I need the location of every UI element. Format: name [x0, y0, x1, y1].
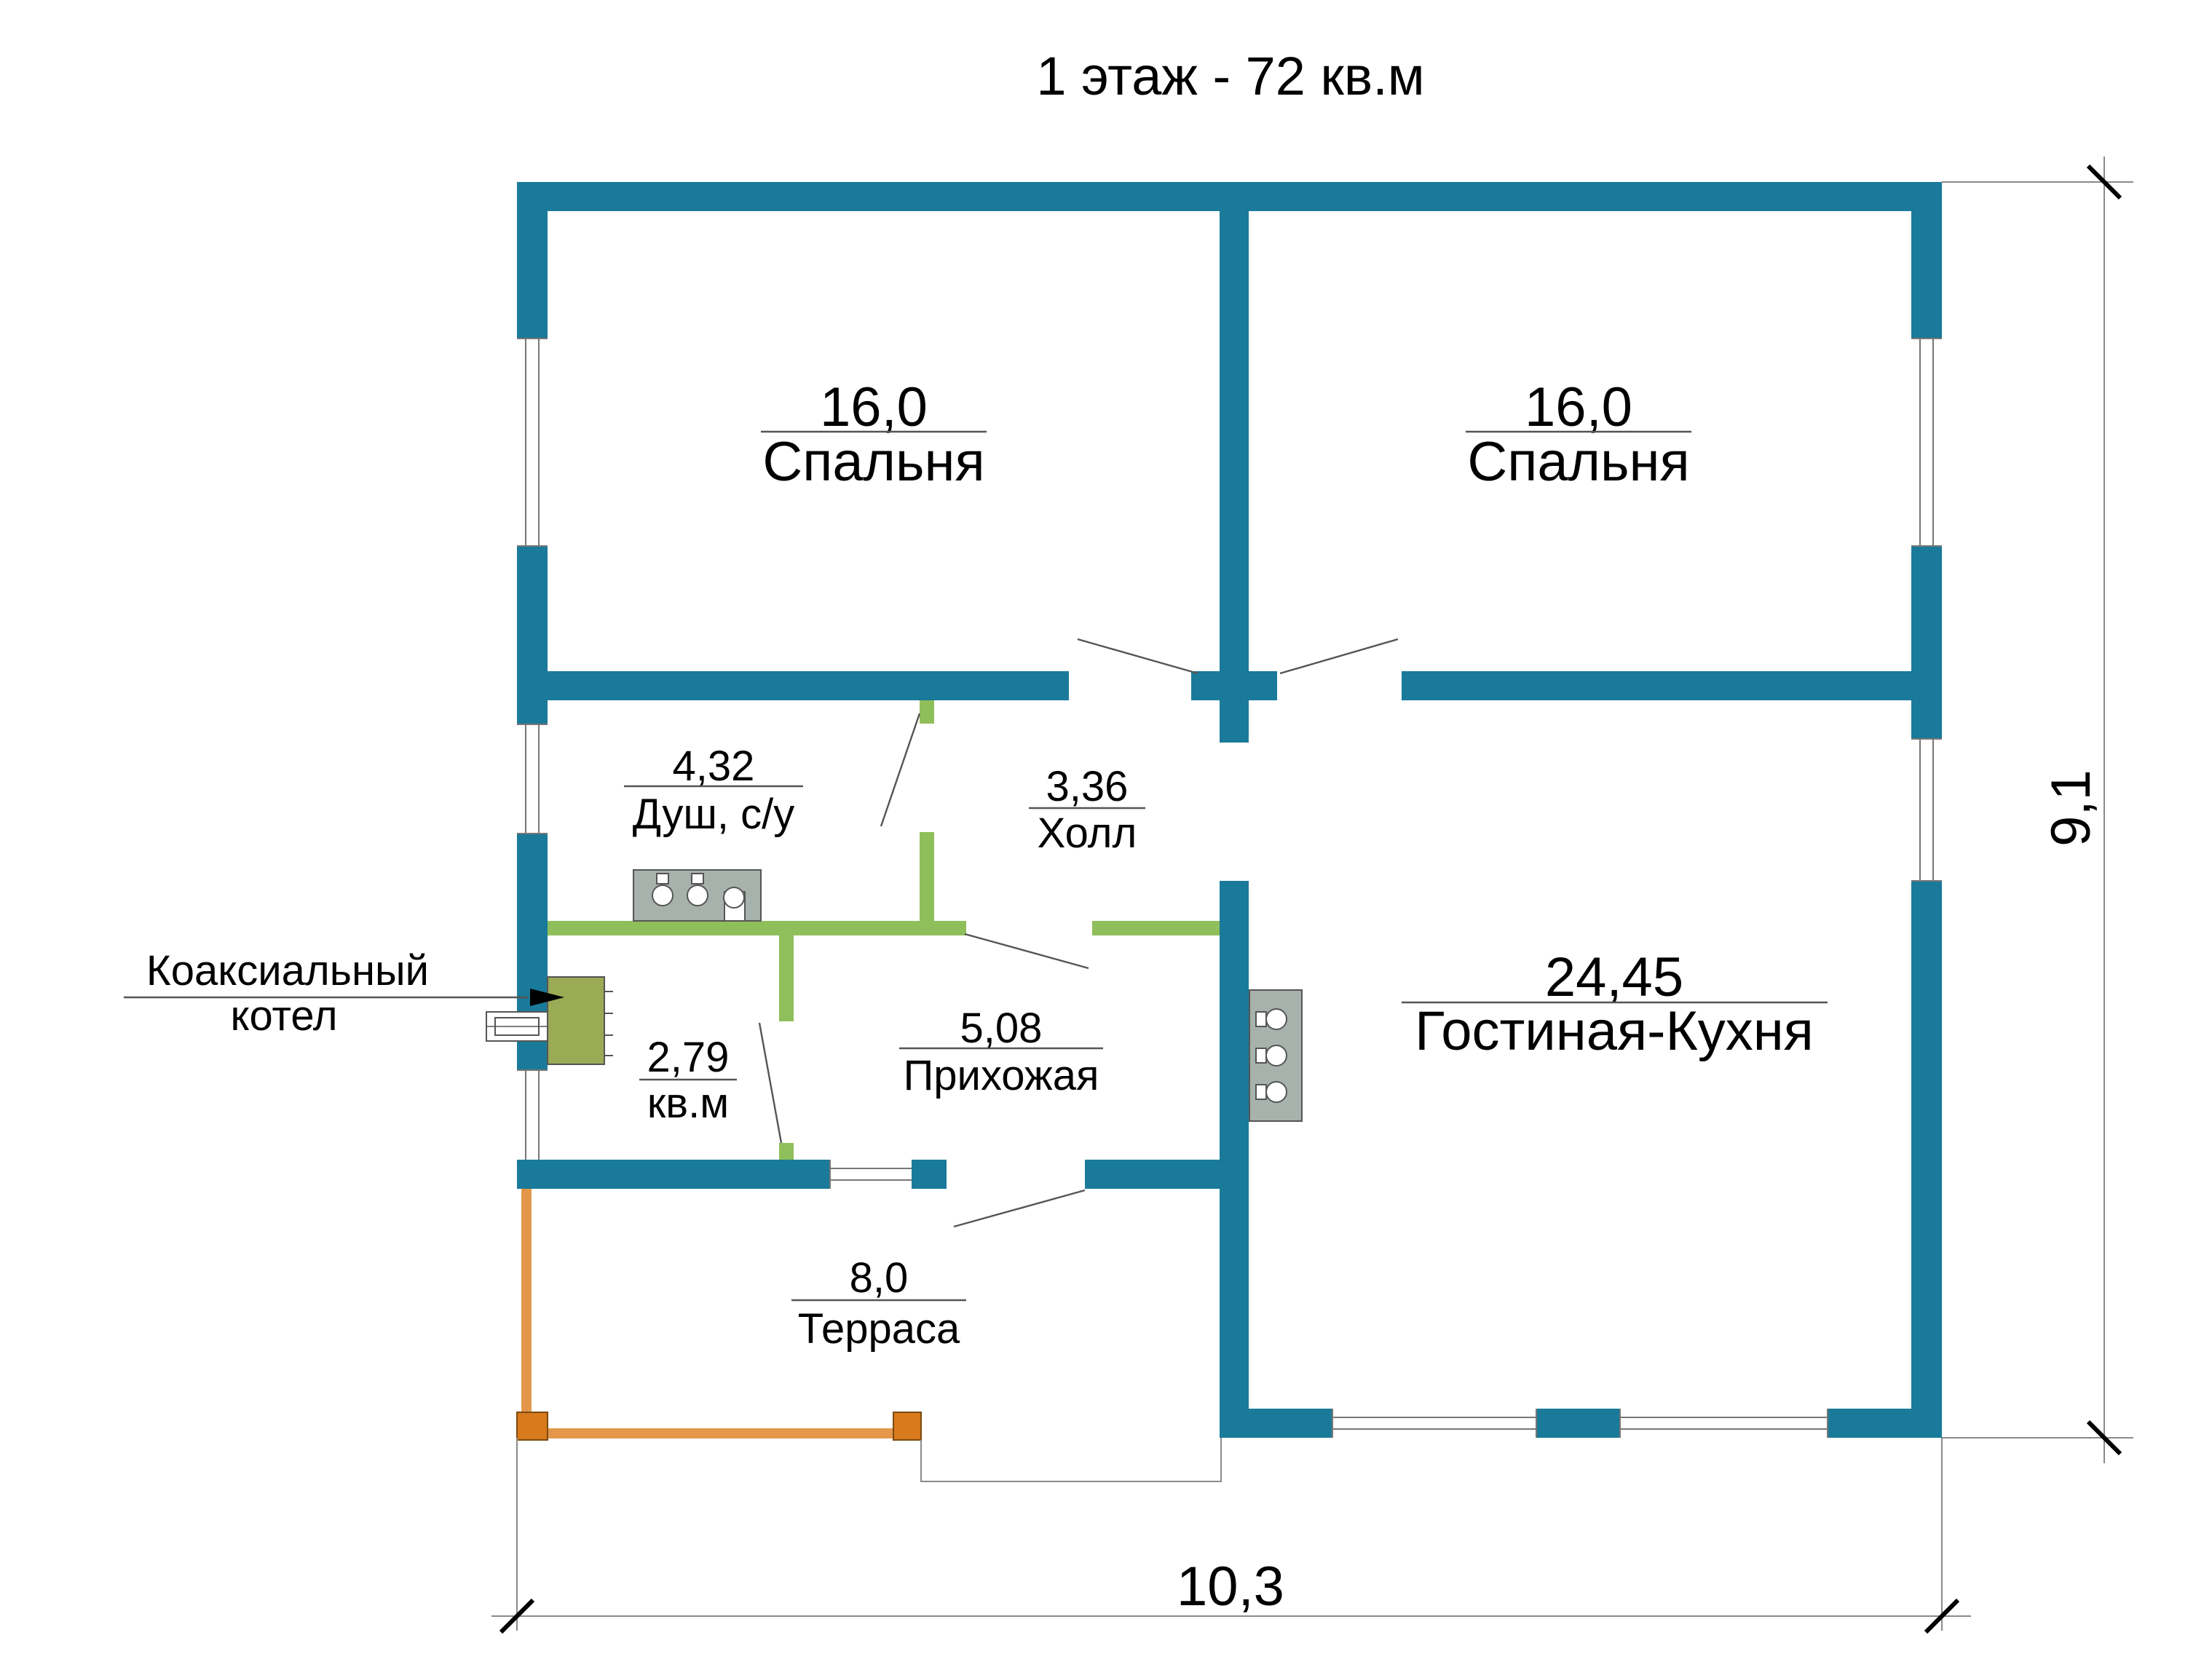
room-name: Гостиная-Кухня — [1415, 1000, 1814, 1062]
bathroom-fixtures — [633, 869, 762, 922]
door-swings — [758, 638, 1399, 1228]
window-bathroom — [517, 724, 548, 834]
room-label-entrance-hall: 5,08 Прихожая — [899, 1005, 1103, 1099]
shower-fixture-icon — [723, 887, 745, 909]
room-label-bathroom: 4,32 Душ, с/у — [624, 743, 803, 838]
room-label-boiler-room: 2,79 кв.м — [639, 1034, 737, 1127]
dimension-height-label: 9,1 — [2040, 769, 2102, 847]
room-area: 16,0 — [820, 376, 928, 438]
dimension-width-label: 10,3 — [1177, 1556, 1284, 1618]
sink-fixture-icon — [687, 873, 708, 906]
room-name: Терраса — [798, 1305, 960, 1353]
window-bedroom-left — [517, 338, 548, 547]
dimension-width: 10,3 — [491, 1438, 1971, 1634]
room-area: 16,0 — [1525, 376, 1632, 438]
room-area: 24,45 — [1545, 946, 1683, 1008]
kitchen-fixture — [1249, 989, 1303, 1122]
room-area: 3,36 — [1046, 763, 1129, 810]
plan-title: 1 этаж - 72 кв.м — [1036, 46, 1424, 106]
room-area: 5,08 — [960, 1005, 1043, 1052]
room-name: Спальня — [1467, 431, 1689, 493]
room-label-living-kitchen: 24,45 Гостиная-Кухня — [1402, 946, 1828, 1062]
window-living-bottom-right — [1619, 1409, 1828, 1438]
room-name: Прихожая — [904, 1052, 1099, 1099]
windows — [517, 338, 1942, 1438]
boiler-icon — [486, 976, 613, 1065]
room-name: кв.м — [647, 1080, 729, 1127]
window-boiler-room — [517, 1069, 548, 1160]
room-name: Холл — [1038, 810, 1137, 857]
dimension-height: 9,1 — [1942, 157, 2133, 1463]
window-hallway-bottom — [829, 1160, 912, 1189]
callout-line1: Коаксиальный — [146, 947, 429, 994]
window-living-right — [1911, 738, 1942, 882]
room-label-terrace: 8,0 Терраса — [791, 1254, 966, 1353]
room-label-bedroom-right: 16,0 Спальня — [1466, 376, 1691, 493]
room-name: Спальня — [762, 431, 984, 493]
interior-walls — [548, 211, 1911, 1409]
room-label-hall: 3,36 Холл — [1029, 763, 1145, 857]
stove-burner-icon — [1255, 1008, 1287, 1103]
room-area: 8,0 — [850, 1254, 909, 1302]
terrace — [516, 1189, 1222, 1482]
coaxial-flue-icon — [486, 1011, 548, 1042]
terrace-step — [920, 1438, 1222, 1482]
boiler-callout: Коаксиальный котел — [124, 947, 564, 1040]
room-label-bedroom-left: 16,0 Спальня — [761, 376, 987, 493]
window-bedroom-right — [1911, 338, 1942, 547]
callout-line2: котел — [230, 992, 337, 1040]
room-area: 4,32 — [673, 743, 755, 790]
room-name: Душ, с/у — [633, 791, 794, 838]
room-area: 2,79 — [647, 1034, 730, 1081]
partitions — [548, 700, 1220, 1160]
toilet-fixture-icon — [652, 873, 674, 906]
window-living-bottom-left — [1332, 1409, 1537, 1438]
callout-arrow-icon — [530, 989, 564, 1006]
